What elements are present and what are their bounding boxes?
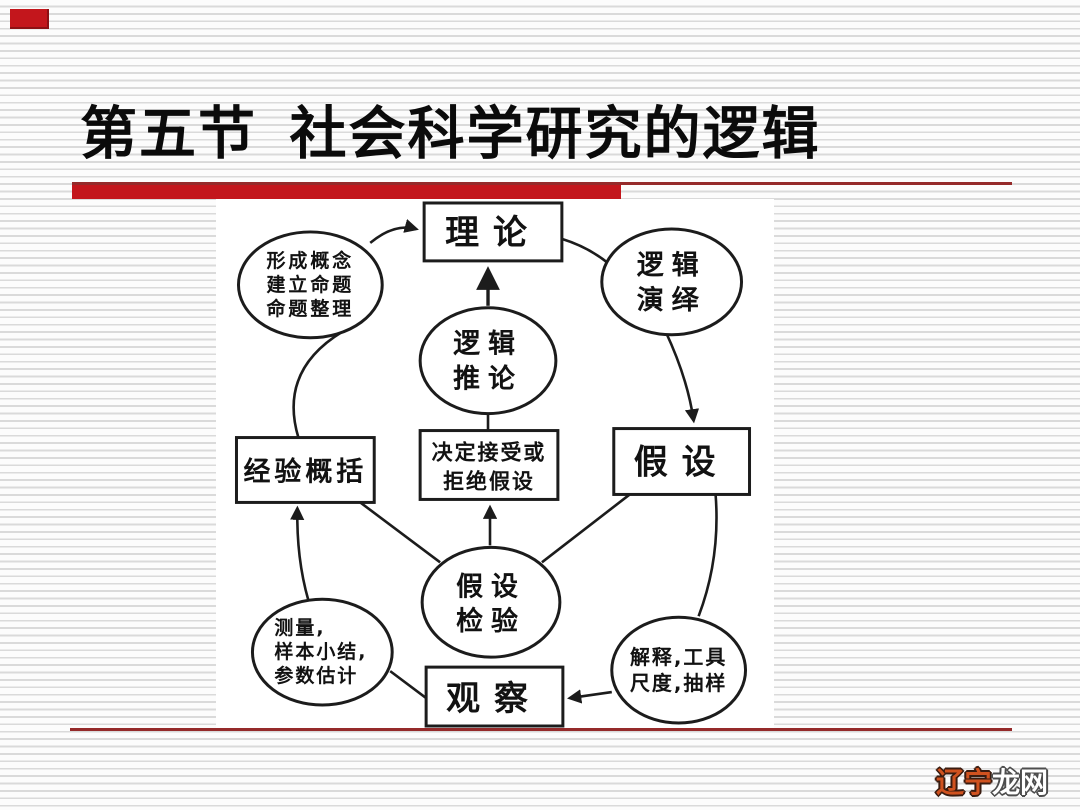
concept-formation-line3: 命题整理	[266, 297, 354, 320]
corner-red-chip	[10, 9, 49, 29]
logical-deduction-line1: 逻辑	[637, 250, 707, 281]
hypothesis-box: 假设	[612, 427, 752, 496]
arrow-concepts-to-theory	[369, 219, 419, 244]
empirical-generalization-label: 经验概括	[243, 455, 367, 487]
watermark-part1: 辽宁	[936, 767, 993, 798]
logical-deduction-line2: 演绎	[637, 284, 707, 316]
interpretation-tools-ellipse: 解释,工具 尺度,抽样	[610, 615, 748, 725]
concept-formation-line1: 形成概念	[266, 249, 354, 272]
decision-label-line2: 拒绝假设	[443, 469, 535, 493]
watermark-part2: 龙网	[992, 767, 1049, 798]
footer-rule	[70, 728, 1012, 731]
line-empirical-to-concepts	[292, 330, 343, 438]
hypothesis-label: 假设	[634, 443, 730, 482]
line-empirical-to-testing	[359, 501, 441, 564]
empirical-generalization-box: 经验概括	[234, 436, 376, 504]
observation-label: 观察	[446, 680, 542, 719]
decision-box: 决定接受或 拒绝假设	[418, 429, 560, 501]
logical-inference-line2: 推论	[453, 364, 523, 395]
line-theory-to-deduction	[561, 237, 609, 264]
interpretation-tools-line2: 尺度,抽样	[630, 671, 727, 695]
theory-box: 理论	[422, 201, 564, 263]
hypothesis-testing-line2: 检验	[456, 605, 526, 637]
line-hypothesis-to-testing	[541, 493, 631, 564]
decision-label-line1: 决定接受或	[432, 441, 547, 465]
diagram-image-area: 理论 经验概括 决定接受或 拒绝假设 假设 观察	[216, 199, 774, 731]
hypothesis-testing-ellipse: 假设 检验	[420, 545, 562, 659]
logical-inference-ellipse: 逻辑 推论	[418, 306, 558, 416]
concept-formation-line2: 建立命题	[266, 273, 354, 296]
line-observation-to-measurement	[389, 670, 427, 700]
watermark: 辽宁龙网	[936, 761, 1048, 801]
arrow-measurement-to-empirical	[290, 505, 310, 601]
concept-formation-ellipse: 形成概念 建立命题 命题整理	[236, 230, 384, 340]
interpretation-tools-line1: 解释,工具	[630, 645, 727, 669]
theory-label: 理论	[445, 214, 541, 253]
slide-title: 第五节 社会科学研究的逻辑	[80, 103, 821, 166]
measurement-ellipse: 测量, 样本小结, 参数估计	[250, 597, 394, 707]
line-hypothesis-to-interpretation	[697, 494, 718, 617]
logical-deduction-ellipse: 逻辑 演绎	[600, 227, 744, 337]
observation-box: 观察	[424, 665, 565, 728]
arrow-interpretation-to-observation	[567, 689, 612, 704]
hypothesis-testing-line1: 假设	[456, 571, 526, 602]
wheel-of-science-diagram: 理论 经验概括 决定接受或 拒绝假设 假设 观察	[234, 201, 752, 728]
title-accent-bar	[72, 185, 621, 199]
measurement-line1: 测量,	[274, 617, 325, 639]
measurement-line3: 参数估计	[274, 664, 358, 687]
logical-inference-line1: 逻辑	[453, 329, 523, 360]
measurement-line2: 样本小结,	[274, 640, 367, 663]
arrow-deduction-to-hypothesis	[664, 331, 700, 424]
title-rule-thin	[72, 182, 1012, 185]
